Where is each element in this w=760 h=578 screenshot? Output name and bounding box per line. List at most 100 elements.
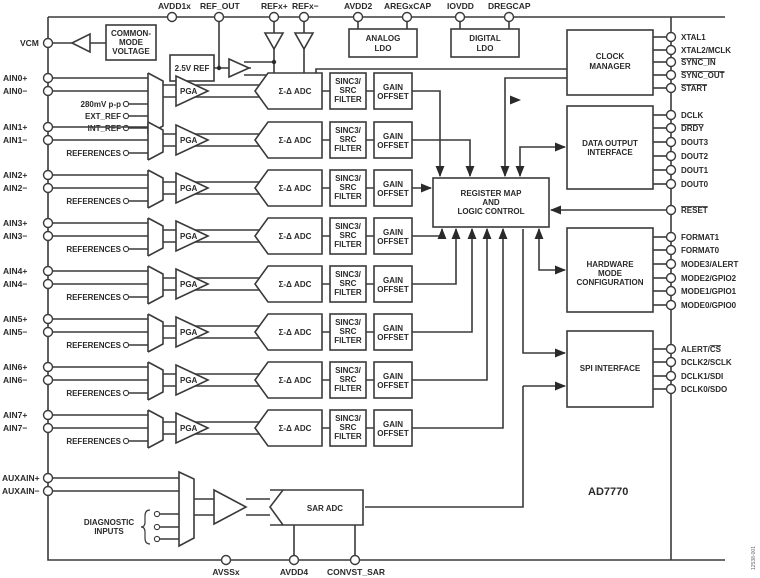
clock-manager-label-2: MANAGER bbox=[589, 62, 631, 71]
sigma-delta-adc-box bbox=[254, 265, 323, 303]
pin-auxain-neg-label: AUXAIN− bbox=[2, 486, 40, 496]
pin-circle bbox=[665, 356, 677, 368]
pin-label: DOUT2 bbox=[681, 152, 709, 161]
mux-pga-wires bbox=[163, 421, 176, 435]
pga-adc-wires bbox=[195, 229, 262, 243]
pin-circle bbox=[665, 44, 677, 56]
ref-input-pin bbox=[122, 389, 130, 397]
sinc3-filter-box bbox=[329, 361, 367, 399]
right-pin: DRDY bbox=[653, 122, 704, 134]
pin-circle bbox=[665, 370, 677, 382]
regmap-to-data-output bbox=[515, 142, 567, 178]
ain-wires bbox=[52, 318, 148, 333]
ref-input-pin bbox=[122, 341, 130, 349]
pin-label: ALERT/CS bbox=[681, 345, 722, 354]
mux-pga-wires bbox=[163, 84, 176, 98]
pin-avdd4 bbox=[288, 554, 300, 566]
pin-ain-pos-label: AIN6+ bbox=[3, 362, 27, 372]
filter-label: FILTER bbox=[334, 336, 362, 345]
chip-boundary bbox=[47, 16, 725, 561]
digital-ldo-label-2: LDO bbox=[477, 44, 494, 53]
sigma-delta-adc-label: Σ-Δ ADC bbox=[279, 136, 312, 145]
sigma-delta-adc-label: Σ-Δ ADC bbox=[279, 376, 312, 385]
register-map-label-3: LOGIC CONTROL bbox=[457, 207, 524, 216]
register-map-box bbox=[432, 177, 550, 228]
ref-input-label: REFERENCES bbox=[66, 293, 121, 302]
mux-pga-wires bbox=[163, 229, 176, 243]
gain-offset-label: GAIN bbox=[383, 372, 403, 381]
pin-circle bbox=[665, 383, 677, 395]
pin-dregcap bbox=[503, 11, 515, 23]
ldo-wires bbox=[357, 21, 510, 29]
hw-mode-label-3: CONFIGURATION bbox=[577, 278, 644, 287]
pin-ain-pos-label: AIN7+ bbox=[3, 410, 27, 420]
pga-label: PGA bbox=[180, 136, 198, 145]
common-mode-label-3: VOLTAGE bbox=[112, 47, 150, 56]
register-map-label-2: AND bbox=[482, 198, 500, 207]
filter-label: FILTER bbox=[334, 144, 362, 153]
pin-label: XTAL1 bbox=[681, 33, 706, 42]
ref-input-label: INT_REF bbox=[88, 124, 121, 133]
gain-offset-label: OFFSET bbox=[377, 285, 409, 294]
ref-input-label: REFERENCES bbox=[66, 245, 121, 254]
gain-offset-box bbox=[373, 217, 413, 255]
filter-label: FILTER bbox=[334, 240, 362, 249]
pin-ain-pos-label: AIN0+ bbox=[3, 73, 27, 83]
diag-input-2 bbox=[153, 523, 161, 531]
pin-circle bbox=[665, 31, 677, 43]
spi-box bbox=[566, 330, 654, 408]
gain-offset-label: OFFSET bbox=[377, 141, 409, 150]
figure-id: 12538-001 bbox=[751, 546, 757, 570]
sar-adc-label: SAR ADC bbox=[307, 504, 343, 513]
sinc3-filter-box bbox=[329, 121, 367, 159]
sinc3-filter-box bbox=[329, 313, 367, 351]
pin-label: DCLK2/SCLK bbox=[681, 358, 732, 367]
filter-label: SINC3/ bbox=[335, 77, 362, 86]
input-mux-icon bbox=[147, 265, 164, 305]
pga-adc-wires bbox=[195, 277, 262, 291]
ain-wires bbox=[52, 126, 148, 141]
right-pin: DOUT3 bbox=[653, 136, 709, 148]
filter-label: FILTER bbox=[334, 432, 362, 441]
right-pin: ALERT/CS bbox=[653, 343, 722, 355]
hw-mode-label-1: HARDWARE bbox=[586, 260, 634, 269]
right-pin: XTAL1 bbox=[653, 31, 706, 43]
sigma-delta-adc-box bbox=[254, 217, 323, 255]
channel-output-wire bbox=[412, 139, 475, 178]
filter-label: FILTER bbox=[334, 288, 362, 297]
analog-ldo-label-2: LDO bbox=[375, 44, 392, 53]
sigma-delta-adc-box bbox=[254, 313, 323, 351]
pin-ain-pos bbox=[42, 121, 54, 133]
pin-ain-neg bbox=[42, 230, 54, 242]
pga-label: PGA bbox=[180, 328, 198, 337]
channel-output-wire bbox=[412, 227, 508, 429]
right-pin: DCLK0/SDO bbox=[653, 383, 727, 395]
clock-manager-box bbox=[566, 29, 654, 96]
pin-vcm bbox=[42, 37, 54, 49]
sinc3-filter-box bbox=[329, 409, 367, 447]
pin-circle bbox=[665, 122, 677, 134]
pin-circle bbox=[665, 136, 677, 148]
top-pins: AVDD1x REF_OUT REFx+ REFx− AVDD2 AREGxCA… bbox=[158, 1, 531, 11]
ain-wires bbox=[52, 222, 148, 237]
aux-wires bbox=[52, 386, 524, 560]
right-pin: MODE1/GPIO1 bbox=[653, 285, 737, 297]
sigma-delta-adc-label: Σ-Δ ADC bbox=[279, 232, 312, 241]
diag-input-3 bbox=[153, 535, 161, 543]
input-mux-icon bbox=[147, 217, 164, 257]
data-output-label-1: DATA OUTPUT bbox=[582, 139, 638, 148]
pin-circle bbox=[665, 285, 677, 297]
pin-label: FORMAT0 bbox=[681, 246, 720, 255]
pin-avdd1x bbox=[166, 11, 178, 23]
sigma-delta-adc-box bbox=[254, 409, 323, 447]
pin-auxain-pos-label: AUXAIN+ bbox=[2, 473, 40, 483]
pga-label: PGA bbox=[180, 424, 198, 433]
input-mux-icon bbox=[147, 169, 164, 209]
pin-dregcap-label: DREGCAP bbox=[488, 1, 531, 11]
gain-offset-label: GAIN bbox=[383, 420, 403, 429]
right-pin: DOUT2 bbox=[653, 150, 709, 162]
clock-to-regmap bbox=[500, 77, 567, 178]
